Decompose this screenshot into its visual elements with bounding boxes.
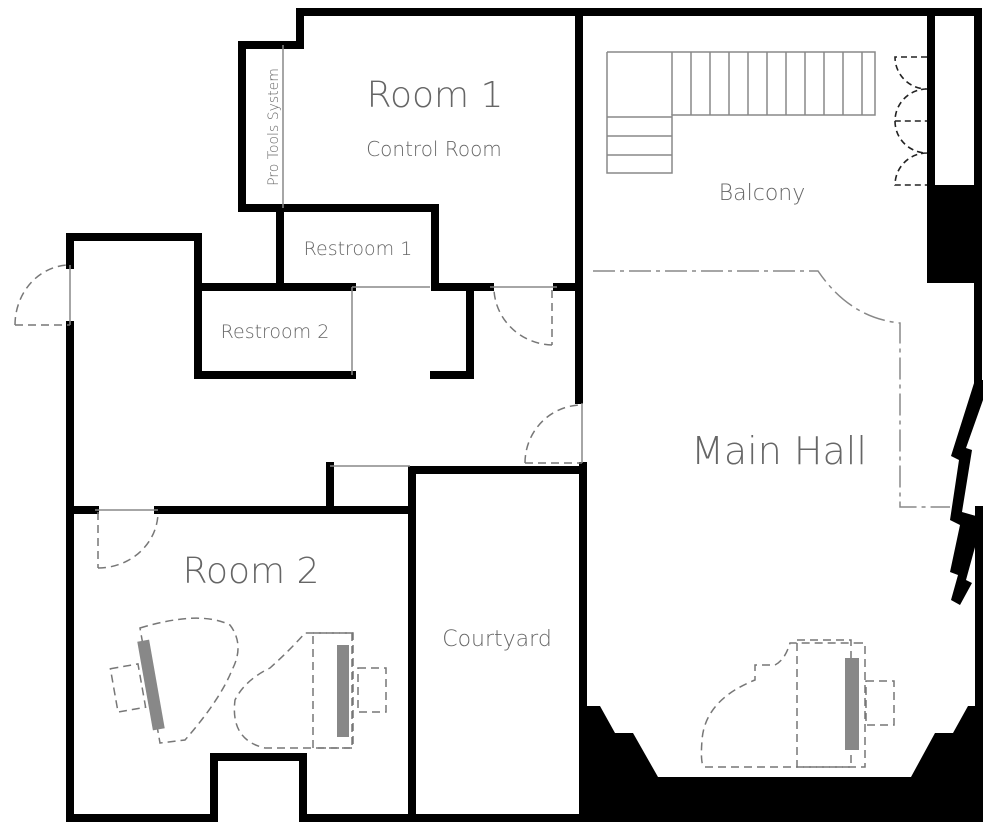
doors xyxy=(14,45,928,569)
walls xyxy=(66,8,983,822)
restroom1-label: Restroom 1 xyxy=(304,238,413,260)
balcony-label: Balcony xyxy=(719,181,806,206)
door-swing-main xyxy=(524,404,583,464)
door-swing-hall xyxy=(493,289,553,346)
control-room-label: Control Room xyxy=(366,137,502,161)
piano-room2-left xyxy=(109,617,239,744)
main-hall-label: Main Hall xyxy=(691,429,867,473)
restroom2-label: Restroom 2 xyxy=(221,321,330,343)
room2-label: Room 2 xyxy=(183,551,320,592)
courtyard-label: Courtyard xyxy=(442,627,552,652)
piano-room2-right xyxy=(233,632,387,749)
labels: Room 1 Control Room Pro Tools System Res… xyxy=(183,68,867,652)
balcony-doors xyxy=(894,56,928,186)
room1-label: Room 1 xyxy=(367,75,504,116)
pro-tools-label: Pro Tools System xyxy=(266,68,282,186)
staircase xyxy=(606,51,876,174)
door-swing-entry xyxy=(14,264,71,326)
door-swing-room2 xyxy=(97,511,159,569)
balcony-outline xyxy=(593,270,950,508)
piano-main-hall xyxy=(700,639,895,768)
